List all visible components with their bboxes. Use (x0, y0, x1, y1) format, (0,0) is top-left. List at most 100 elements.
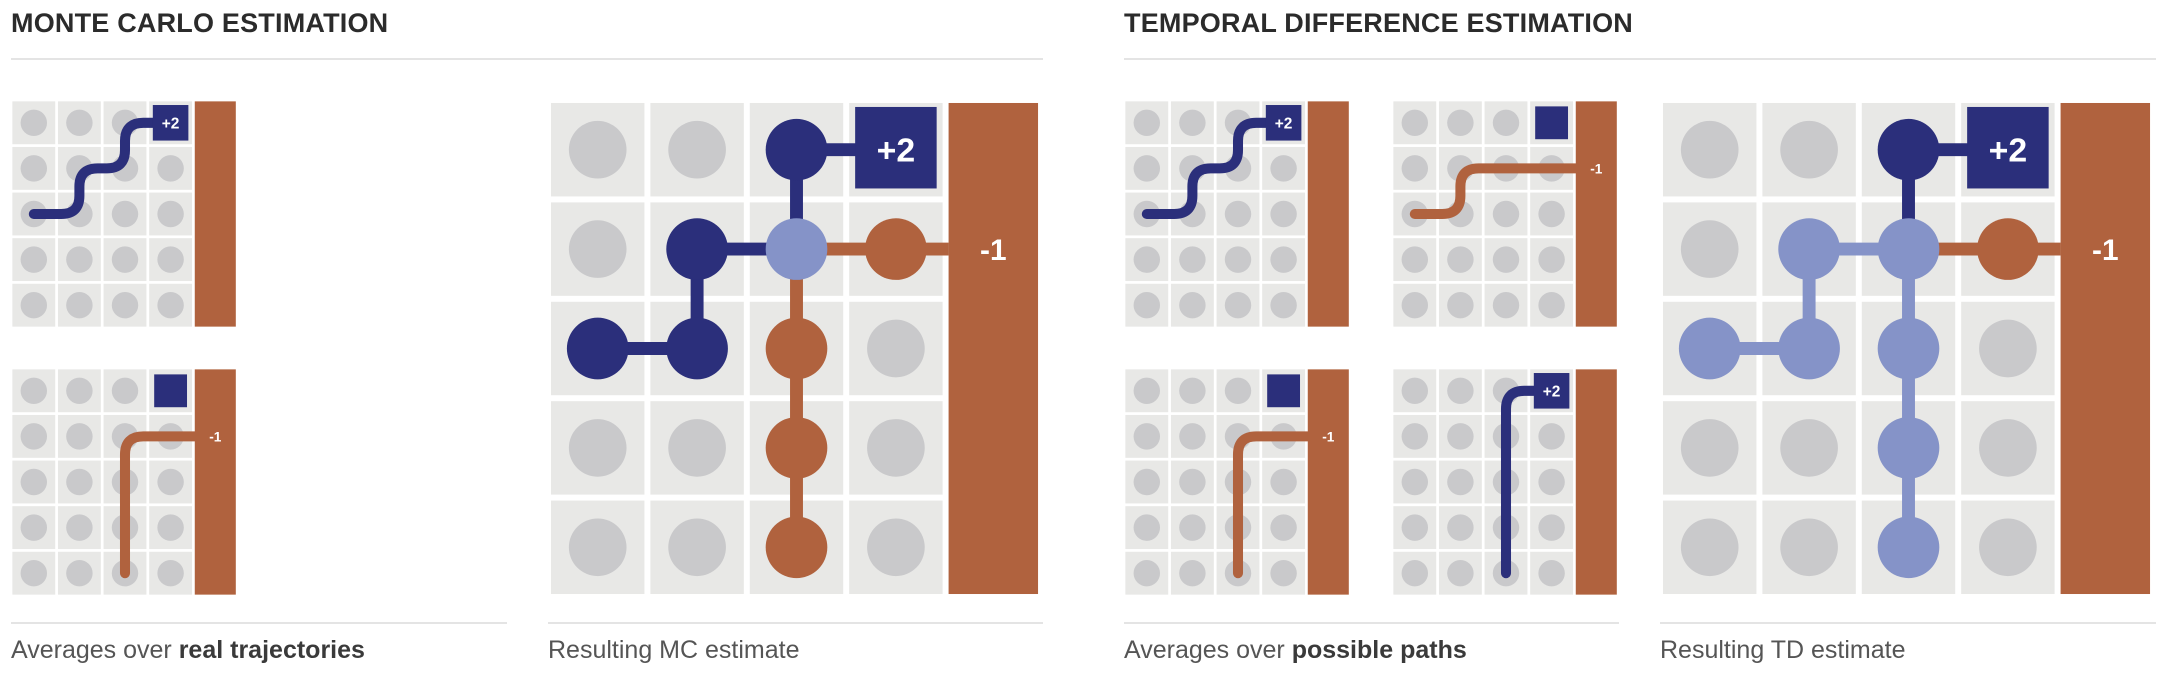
td-path-4-state-dot (1538, 468, 1565, 496)
td-path-1-state-dot (1270, 246, 1297, 273)
mc-traj-1-state-dot (20, 109, 48, 137)
td-path-4-goal-reward-label: +2 (1543, 383, 1561, 400)
td-path-3-cliff-reward-label: -1 (1322, 429, 1335, 444)
mc-estimate-value-node (566, 317, 629, 380)
mc-traj-2-state-dot (20, 468, 48, 496)
td-path-4-state-dot (1447, 514, 1474, 541)
td-path-3-state-dot (1133, 377, 1161, 405)
mc-estimate-value-node (765, 516, 828, 579)
td-path-4-state-dot (1401, 559, 1429, 587)
td-estimate-state-dot (1680, 518, 1739, 577)
td-right-caption: Resulting TD estimate (1660, 636, 1906, 664)
mc-traj-1-goal-square (152, 105, 189, 141)
td-path-3-gridworld: -1 (1125, 369, 1349, 595)
td-section-title: TEMPORAL DIFFERENCE ESTIMATION (1124, 8, 1634, 38)
td-path-4-state-dot (1447, 377, 1474, 405)
td-path-1-state-dot (1224, 246, 1252, 273)
mc-traj-2-state-dot (20, 514, 48, 541)
mc-left-caption-emphasis: real trajectories (178, 636, 365, 664)
mc-estimate-state-dot (867, 518, 925, 577)
td-estimate-cliff-reward-label: -1 (2092, 234, 2119, 267)
mc-left-caption: Averages over real trajectories (11, 636, 365, 665)
td-path-4-trajectory-to-goal (1500, 385, 1557, 579)
td-estimate-goal-reward-label: +2 (1989, 132, 2028, 170)
td-estimate-state-dot (1979, 319, 2037, 378)
mc-estimate-state-dot (568, 220, 627, 278)
mc-traj-1-gridworld: +2 (12, 101, 236, 327)
td-path-4-cliff-wall (1575, 369, 1617, 595)
mc-estimate-value-node (765, 317, 828, 380)
mc-estimate-gridworld: +2-1 (550, 102, 1039, 595)
td-path-2-state-dot (1447, 246, 1474, 273)
td-path-4-state-dot (1447, 423, 1474, 450)
mc-estimate-state-dot (568, 518, 627, 577)
mc-estimate-goal-reward-label: +2 (877, 132, 916, 170)
td-path-2-state-dot (1447, 291, 1474, 319)
td-path-3-state-dot (1179, 377, 1206, 405)
mc-traj-1-state-dot (20, 291, 48, 319)
td-estimate-value-node (1877, 218, 1940, 280)
td-path-2-state-dot (1401, 246, 1429, 273)
td-path-1-trajectory-to-goal (1141, 117, 1289, 220)
mc-traj-1-cliff-wall (194, 101, 236, 327)
td-estimate-value-node (1877, 118, 1940, 181)
td-path-3-state-dot (1133, 559, 1161, 587)
td-path-1-state-dot (1179, 246, 1206, 273)
mc-traj-1-goal-reward-label: +2 (162, 115, 180, 132)
mc-traj-1-state-dot (157, 291, 184, 319)
td-path-2-state-dot (1447, 109, 1474, 137)
mc-traj-1-state-dot (20, 155, 48, 182)
td-estimate-value-node (1977, 218, 2039, 280)
td-path-1-state-dot (1133, 246, 1161, 273)
td-path-1-state-dot (1179, 291, 1206, 319)
td-path-2-state-dot (1401, 291, 1429, 319)
mc-section-title: MONTE CARLO ESTIMATION (11, 8, 389, 38)
mc-estimate-state-dot (568, 419, 627, 477)
mc-right-caption: Resulting MC estimate (548, 636, 800, 664)
mc-traj-1-state-dot (111, 246, 139, 273)
td-path-3-state-dot (1179, 423, 1206, 450)
td-path-4-state-dot (1538, 559, 1565, 587)
td-estimate-gridworld: +2 -1 (1662, 102, 2151, 595)
td-estimate-state-dot (1680, 419, 1739, 477)
mc-traj-1-state-dot (66, 291, 93, 319)
td-path-4-state-dot (1401, 468, 1429, 496)
td-right-caption-divider (1660, 622, 2156, 624)
td-estimate-cliff-wall (2060, 102, 2151, 595)
td-title-divider (1124, 58, 2156, 60)
td-path-4-goal-square (1533, 373, 1570, 409)
td-left-caption-divider (1124, 622, 1619, 624)
td-path-1-goal-reward-label: +2 (1275, 115, 1293, 132)
td-path-2-cliff-wall (1575, 101, 1617, 327)
mc-traj-2-state-dot (157, 514, 184, 541)
mc-traj-2-state-dot (66, 559, 93, 587)
td-estimate-state-dot (1780, 419, 1838, 477)
td-path-2-state-dot (1492, 246, 1520, 273)
td-path-2-state-dot (1538, 246, 1565, 273)
mc-left-caption-divider (11, 622, 507, 624)
td-path-1-gridworld: +2 (1125, 101, 1349, 327)
mc-estimate-state-dot (867, 319, 925, 378)
mc-traj-2-trajectory-to-cliff (119, 431, 200, 579)
td-path-4-state-dot (1447, 559, 1474, 587)
td-path-2-state-dot (1401, 155, 1429, 182)
td-path-3-state-dot (1179, 514, 1206, 541)
mc-traj-2-state-dot (66, 377, 93, 405)
mc-estimate-cliff-wall (948, 102, 1039, 595)
td-path-3-state-dot (1270, 559, 1297, 587)
td-path-1-goal-square (1265, 105, 1302, 141)
td-path-3-goal-square (1267, 374, 1301, 408)
mc-traj-2-state-dot (20, 377, 48, 405)
td-estimate-value-node (1877, 317, 1940, 380)
td-path-2-goal-square (1535, 106, 1569, 140)
mc-estimate-state-dot (867, 419, 925, 477)
td-path-1-state-dot (1133, 155, 1161, 182)
td-path-3-state-dot (1270, 514, 1297, 541)
td-estimate-value-node (1877, 516, 1940, 579)
td-estimate-value-node (1678, 317, 1741, 380)
td-estimate-value-node (1778, 218, 1840, 280)
mc-traj-1-state-dot (66, 109, 93, 137)
mc-traj-2-state-dot (157, 559, 184, 587)
td-path-2-cliff-reward-label: -1 (1590, 161, 1603, 176)
